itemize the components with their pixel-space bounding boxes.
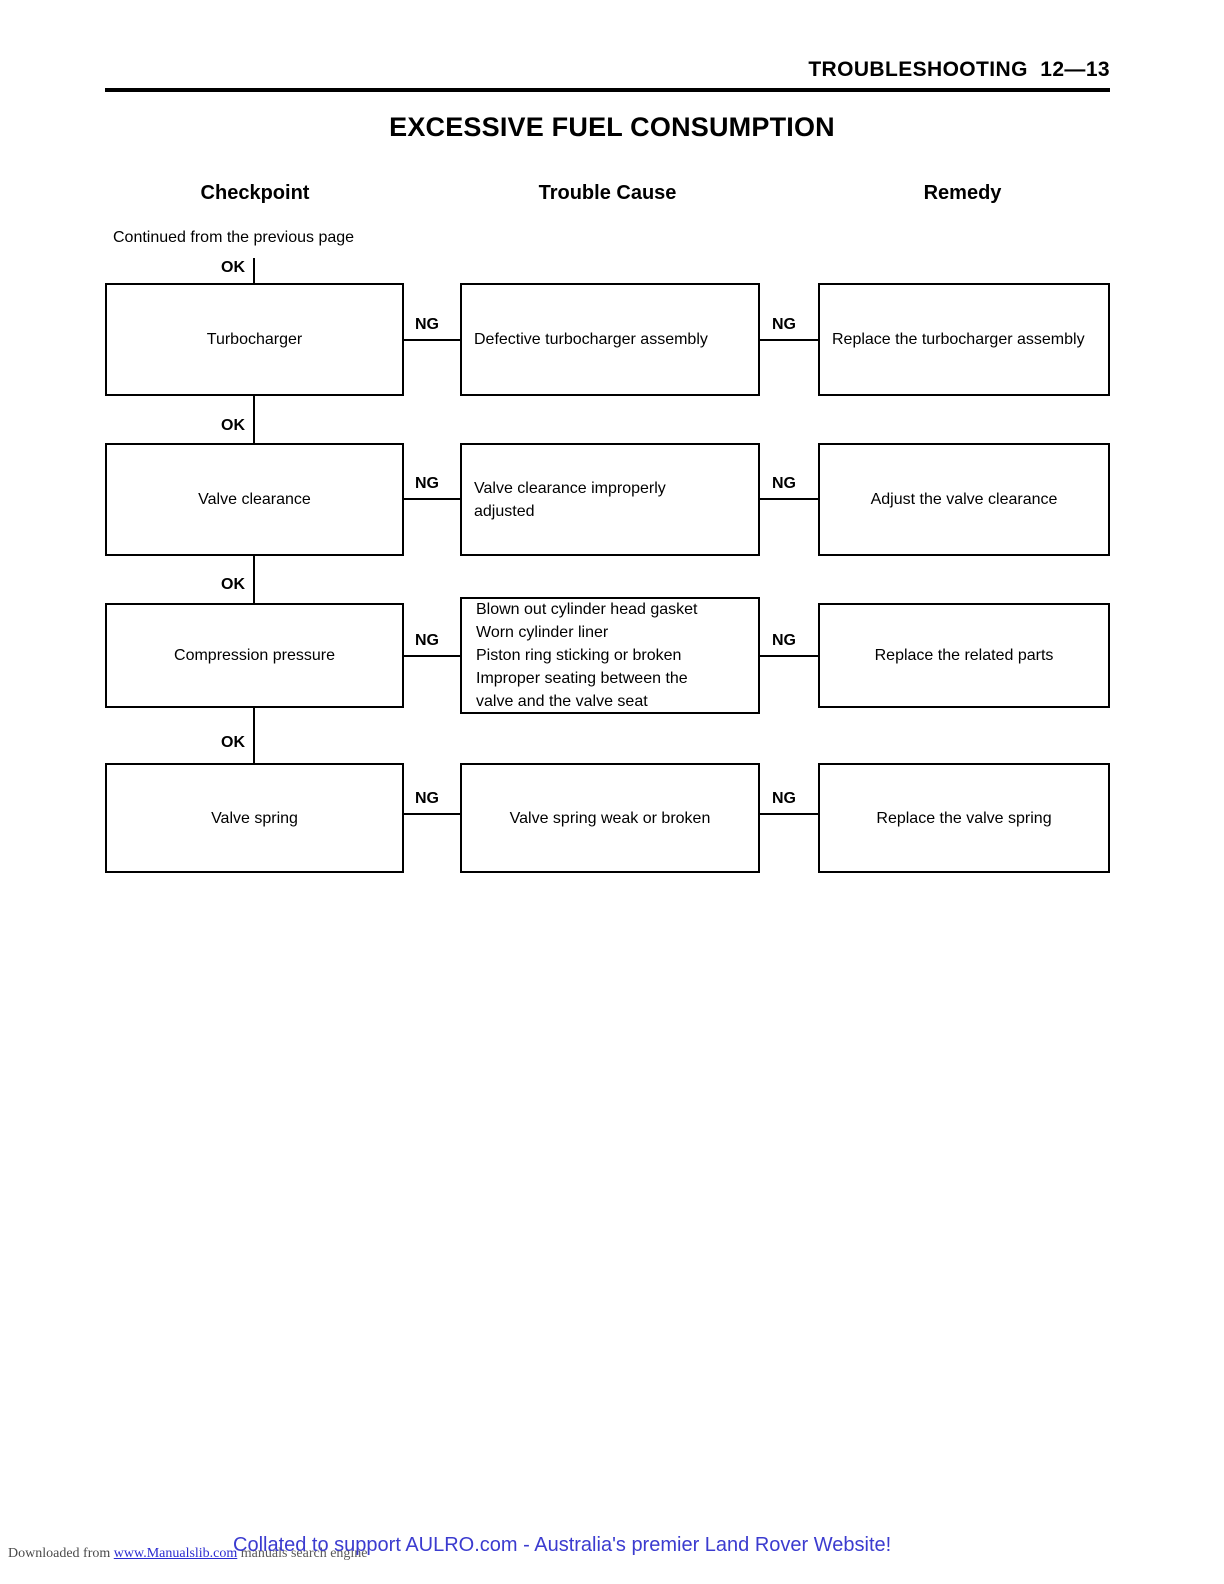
checkpoint-box-valve-spring-label: Valve spring <box>211 809 298 827</box>
connector-checkpoint-to-cause-3 <box>404 655 460 657</box>
cause-box-compression-pressure-list-label: Blown out cylinder head gasket Worn cyli… <box>476 601 698 710</box>
ok-label-row-1: OK <box>221 417 245 434</box>
ng-label-2-row-3: NG <box>772 632 796 649</box>
column-heading-remedy: Remedy <box>923 182 1002 204</box>
remedy-box-replace-valve-spring[interactable]: Replace the valve spring <box>818 763 1110 873</box>
ng-label-1-row-2: NG <box>415 475 439 492</box>
remedy-box-replace-turbocharger[interactable]: Replace the turbocharger assembly <box>818 283 1110 396</box>
remedy-box-adjust-valve-clearance[interactable]: Adjust the valve clearance <box>818 443 1110 556</box>
column-heading-trouble-cause: Trouble Cause <box>538 182 677 204</box>
ng-label-2-row-2: NG <box>772 475 796 492</box>
remedy-box-replace-related-parts-label: Replace the related parts <box>874 647 1054 664</box>
cause-box-valve-clearance-improper-label: Valve clearance improperly adjusted <box>474 479 666 520</box>
column-heading-checkpoint: Checkpoint <box>200 182 310 204</box>
footer-manualslib-suffix: manuals search engine <box>237 1546 368 1561</box>
footer-manualslib-watermark: Downloaded from www.Manualslib.com manua… <box>8 1546 368 1562</box>
cause-box-compression-pressure-list[interactable]: Blown out cylinder head gasket Worn cyli… <box>460 597 760 714</box>
checkpoint-box-valve-spring[interactable]: Valve spring <box>105 763 404 873</box>
footer-aulro-watermark: Collated to support AULRO.com - Australi… <box>233 1534 892 1556</box>
connector-cause-to-remedy-2 <box>760 498 818 500</box>
footer-manualslib-link[interactable]: www.Manualslib.com <box>113 1546 238 1561</box>
connector-row2-to-row3 <box>253 556 255 603</box>
ng-label-2-row-1: NG <box>772 316 796 333</box>
ng-label-1-row-1: NG <box>415 316 439 333</box>
footer-manualslib-prefix: Downloaded from <box>8 1546 114 1561</box>
checkpoint-box-turbocharger[interactable]: Turbocharger <box>105 283 404 396</box>
cause-box-defective-turbocharger[interactable]: Defective turbocharger assembly <box>460 283 760 396</box>
connector-row3-to-row4 <box>253 708 255 763</box>
cause-box-valve-spring-weak[interactable]: Valve spring weak or broken <box>460 763 760 873</box>
cause-box-valve-spring-weak-label: Valve spring weak or broken <box>509 809 711 827</box>
cause-box-valve-clearance-improper[interactable]: Valve clearance improperly adjusted <box>460 443 760 556</box>
checkpoint-box-compression-pressure[interactable]: Compression pressure <box>105 603 404 708</box>
continued-from-previous-page-note: Continued from the previous page <box>113 229 355 246</box>
connector-cause-to-remedy-3 <box>760 655 818 657</box>
connector-cause-to-remedy-4 <box>760 813 818 815</box>
remedy-box-replace-turbocharger-label: Replace the turbocharger assembly <box>832 331 1085 348</box>
cause-box-defective-turbocharger-label: Defective turbocharger assembly <box>474 331 708 348</box>
connector-checkpoint-to-cause-4 <box>404 813 460 815</box>
ng-label-2-row-4: NG <box>772 790 796 807</box>
ok-label-row-3: OK <box>221 734 245 751</box>
ng-label-1-row-3: NG <box>415 632 439 649</box>
ok-label-entry: OK <box>221 259 245 276</box>
ok-label-row-2: OK <box>221 576 245 593</box>
checkpoint-box-valve-clearance-label: Valve clearance <box>198 491 311 508</box>
remedy-box-adjust-valve-clearance-label: Adjust the valve clearance <box>870 491 1058 508</box>
connector-checkpoint-to-cause-1 <box>404 339 460 341</box>
remedy-box-replace-related-parts[interactable]: Replace the related parts <box>818 603 1110 708</box>
connector-cause-to-remedy-1 <box>760 339 818 341</box>
connector-checkpoint-to-cause-2 <box>404 498 460 500</box>
checkpoint-box-compression-pressure-label: Compression pressure <box>174 647 335 664</box>
connector-entry-vertical <box>253 258 255 283</box>
remedy-box-replace-valve-spring-label: Replace the valve spring <box>876 809 1052 827</box>
ng-label-1-row-4: NG <box>415 790 439 807</box>
page-title: EXCESSIVE FUEL CONSUMPTION <box>389 112 835 142</box>
header-rule <box>105 88 1110 92</box>
checkpoint-box-turbocharger-label: Turbocharger <box>206 331 303 348</box>
connector-row1-to-row2 <box>253 396 255 443</box>
page-header-title: TROUBLESHOOTING 12—13 <box>808 58 1110 81</box>
checkpoint-box-valve-clearance[interactable]: Valve clearance <box>105 443 404 556</box>
